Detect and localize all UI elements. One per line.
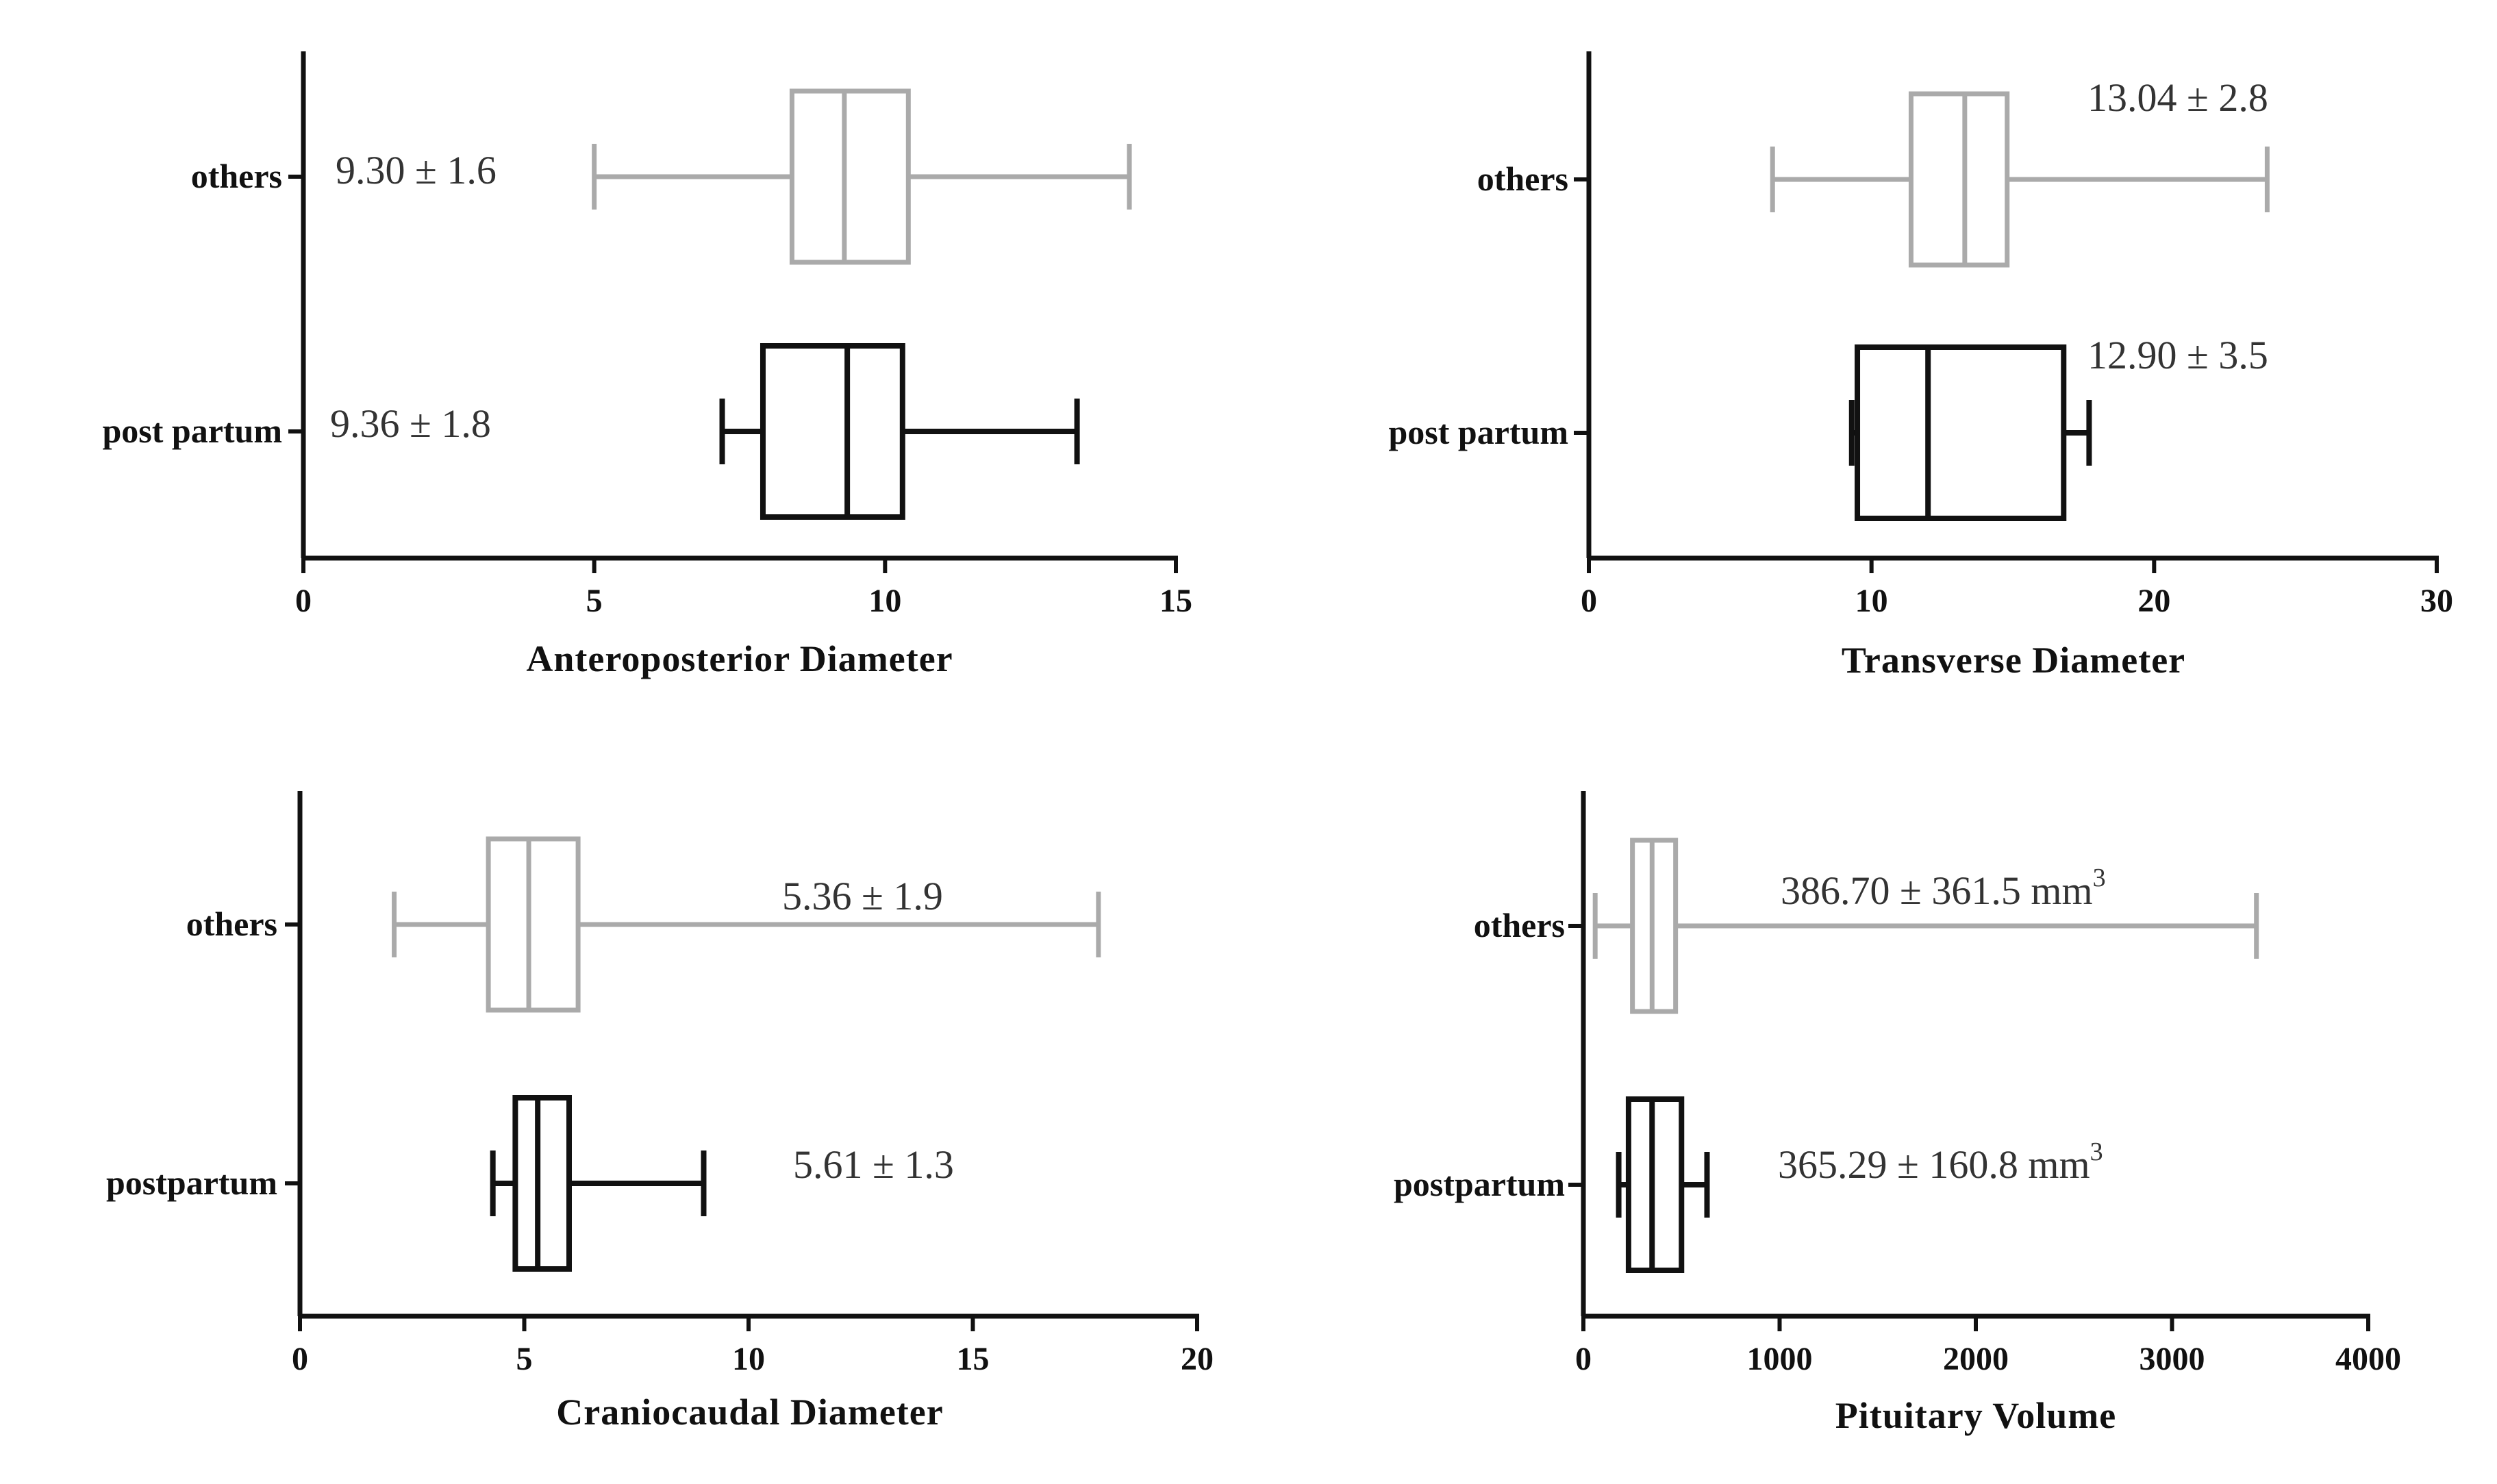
stat-annotation: 5.36 ± 1.9 xyxy=(782,874,943,918)
x-tick-label: 2000 xyxy=(1943,1341,2009,1377)
stat-annotation: 365.29 ± 160.8 mm3 xyxy=(1778,1137,2103,1187)
annotation-text: 13.04 ± 2.8 xyxy=(2087,75,2268,120)
annotation-text: 12.90 ± 3.5 xyxy=(2087,333,2268,377)
category-label: others xyxy=(1474,906,1565,944)
iqr-box xyxy=(1625,1096,1685,1273)
x-tick-label: 10 xyxy=(732,1341,765,1377)
x-axis-label: Transverse Diameter xyxy=(1842,640,2185,681)
category-label: post partum xyxy=(102,412,282,450)
iqr-box xyxy=(1908,91,2010,268)
category-label: post partum xyxy=(1388,413,1568,451)
x-tick-label: 0 xyxy=(1575,1341,1592,1377)
x-axis-label: Craniocaudal Diameter xyxy=(556,1392,943,1433)
x-axis-label: Pituitary Volume xyxy=(1835,1395,2117,1436)
annotation-superscript: 3 xyxy=(2093,864,2106,892)
iqr-box xyxy=(486,836,581,1013)
x-tick-label: 30 xyxy=(2420,583,2453,619)
category-label: others xyxy=(1477,160,1568,198)
iqr-box xyxy=(1855,344,2067,521)
x-tick-label: 0 xyxy=(1581,583,1597,619)
annotation-superscript: 3 xyxy=(2090,1137,2103,1166)
annotation-text: 5.61 ± 1.3 xyxy=(793,1142,954,1187)
x-axis-label: Anteroposterior Diameter xyxy=(526,638,953,679)
x-tick-label: 0 xyxy=(292,1341,308,1377)
boxplot-postpartum xyxy=(490,1095,707,1272)
x-tick-label: 10 xyxy=(868,583,901,619)
category-label: others xyxy=(186,905,277,943)
iqr-box xyxy=(512,1095,573,1272)
boxplot-post-partum xyxy=(1848,344,2092,521)
stat-annotation: 386.70 ± 361.5 mm3 xyxy=(1781,864,2106,913)
stat-annotation: 13.04 ± 2.8 xyxy=(2087,75,2268,120)
boxplot-others xyxy=(1592,838,2259,1014)
boxplot-others xyxy=(592,88,1132,265)
boxplot-postpartum xyxy=(1616,1096,1710,1273)
stat-annotation: 12.90 ± 3.5 xyxy=(2087,333,2268,377)
x-tick-label: 5 xyxy=(586,583,603,619)
boxplot-post-partum xyxy=(719,343,1080,520)
annotation-text: 5.36 ± 1.9 xyxy=(782,874,943,918)
x-tick-label: 15 xyxy=(1159,583,1192,619)
annotation-text: 9.36 ± 1.8 xyxy=(330,401,491,446)
annotation-text: 365.29 ± 160.8 mm xyxy=(1778,1142,2090,1187)
x-tick-label: 10 xyxy=(1855,583,1888,619)
x-tick-label: 15 xyxy=(957,1341,990,1377)
stat-annotation: 9.30 ± 1.6 xyxy=(336,148,497,192)
x-tick-label: 0 xyxy=(295,583,312,619)
annotation-text: 9.30 ± 1.6 xyxy=(336,148,497,192)
x-tick-label: 20 xyxy=(1181,1341,1214,1377)
category-label: postpartum xyxy=(1394,1165,1565,1203)
boxplot-others xyxy=(392,836,1101,1013)
iqr-box xyxy=(789,88,911,265)
category-label: postpartum xyxy=(106,1164,277,1202)
x-tick-label: 20 xyxy=(2137,583,2170,619)
annotation-text: 386.70 ± 361.5 mm xyxy=(1781,868,2093,913)
x-tick-label: 1000 xyxy=(1747,1341,1813,1377)
x-tick-label: 3000 xyxy=(2140,1341,2205,1377)
stat-annotation: 5.61 ± 1.3 xyxy=(793,1142,954,1187)
category-label: others xyxy=(191,157,282,195)
boxplot-others xyxy=(1770,91,2270,268)
x-tick-label: 5 xyxy=(516,1341,533,1377)
stat-annotation: 9.36 ± 1.8 xyxy=(330,401,491,446)
iqr-box xyxy=(760,343,905,520)
x-tick-label: 4000 xyxy=(2335,1341,2401,1377)
